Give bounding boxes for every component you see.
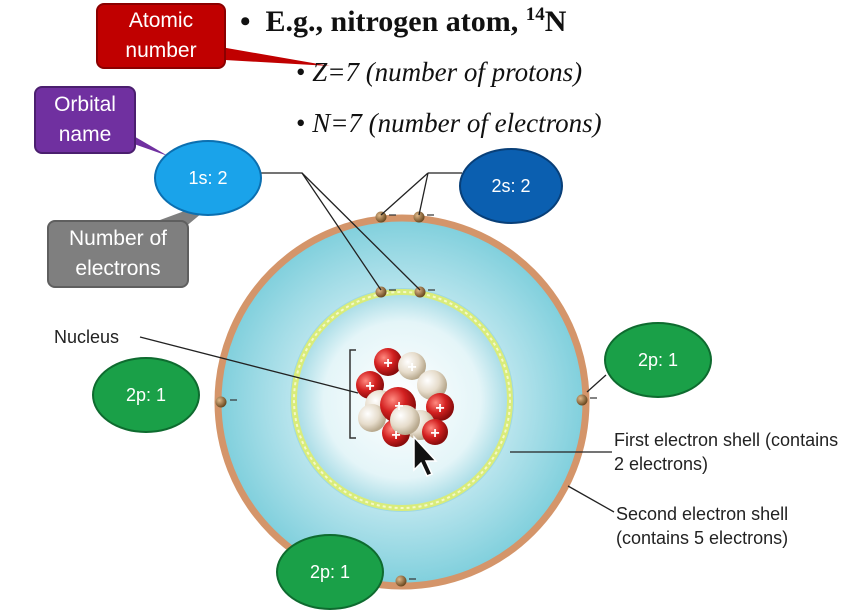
orbital-2p-bottom-bubble: 2p: 1 bbox=[276, 534, 384, 610]
svg-text:+: + bbox=[383, 355, 392, 372]
nucleus-bracket bbox=[349, 349, 356, 439]
orbital-2s-bubble: 2s: 2 bbox=[459, 148, 563, 224]
electrons bbox=[215, 211, 588, 587]
svg-text:+: + bbox=[394, 398, 403, 415]
isotope-mass-number: 14 bbox=[525, 4, 545, 25]
number-of-electrons-callout: Number of electrons bbox=[47, 220, 189, 288]
title-bullet: • bbox=[240, 5, 251, 38]
orbital-2p-right-bubble: 2p: 1 bbox=[604, 322, 712, 398]
nucleus-label: Nucleus bbox=[54, 327, 120, 347]
orbital-2p-left-bubble: 2p: 1 bbox=[92, 357, 200, 433]
svg-text:+: + bbox=[430, 425, 439, 442]
title-text: E.g., nitrogen atom, bbox=[265, 5, 519, 38]
bullet-marker: • bbox=[296, 108, 306, 138]
first-shell-label: First electron shell (contains 2 electro… bbox=[614, 430, 839, 474]
isotope-symbol: N bbox=[544, 5, 567, 38]
nucleus: + + + + + + + bbox=[356, 348, 454, 447]
svg-text:+: + bbox=[407, 359, 416, 376]
svg-text:+: + bbox=[365, 378, 374, 395]
bullet-text: N=7 (number of electrons) bbox=[312, 108, 602, 138]
orbital-1s-bubble: 1s: 2 bbox=[154, 140, 262, 216]
mouse-cursor bbox=[413, 435, 438, 477]
svg-text:+: + bbox=[435, 400, 444, 417]
page-title: • E.g., nitrogen atom, 14N bbox=[240, 4, 566, 39]
bullet-marker: • bbox=[296, 57, 306, 87]
bullet-protons: • Z=7 (number of protons) bbox=[296, 57, 582, 88]
orbital-name-callout: Orbital name bbox=[34, 86, 136, 154]
atomic-number-callout: Atomic number bbox=[96, 3, 226, 69]
bullet-electrons: • N=7 (number of electrons) bbox=[296, 108, 602, 139]
second-shell-label: Second electron shell (contains 5 electr… bbox=[616, 504, 789, 548]
bullet-text: Z=7 (number of protons) bbox=[312, 57, 583, 87]
svg-text:+: + bbox=[391, 427, 400, 444]
